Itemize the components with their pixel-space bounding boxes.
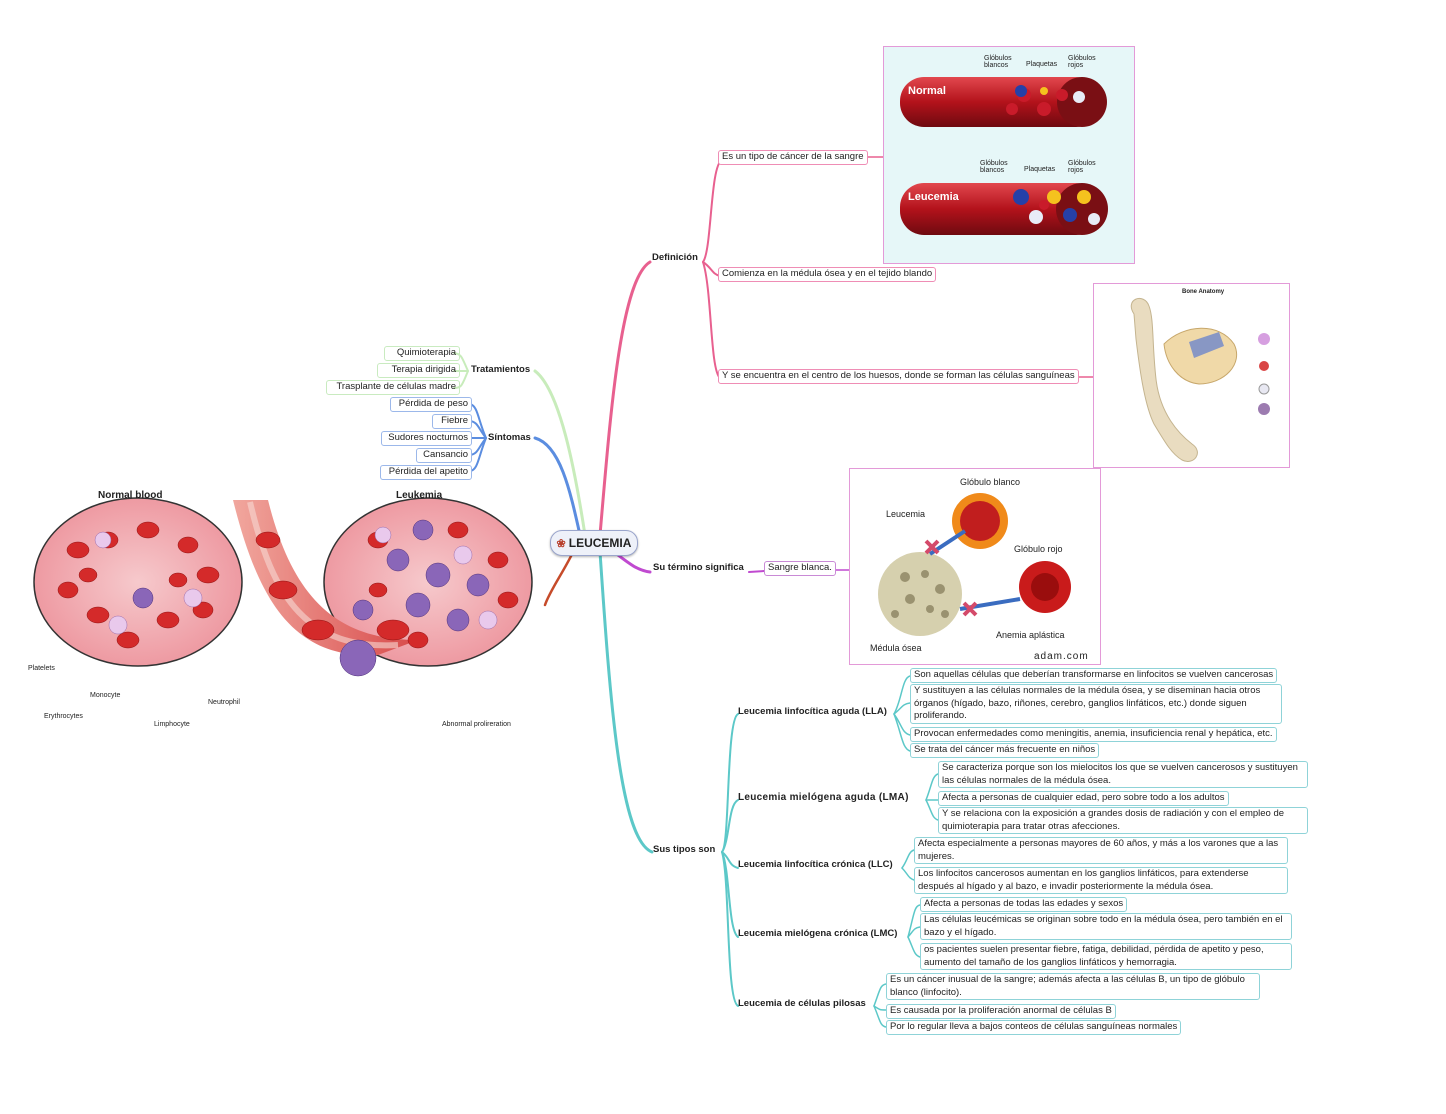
branch-sintomas[interactable]: Síntomas [488, 432, 531, 443]
sintoma-item-2[interactable]: Fiebre [432, 414, 472, 429]
branch-tipos[interactable]: Sus tipos son [653, 844, 716, 855]
branch-tratamientos[interactable]: Tratamientos [471, 364, 531, 375]
llc-item-1[interactable]: Afecta especialmente a personas mayores … [914, 837, 1288, 864]
pilosas-item-1[interactable]: Es un cáncer inusual de la sangre; ademá… [886, 973, 1260, 1000]
root-label: LEUCEMIA [568, 536, 632, 550]
blood-normal-title: Normal blood [98, 490, 163, 501]
adam-medula: Médula ósea [870, 643, 922, 653]
llc-item-2[interactable]: Los linfocitos cancerosos aumentan en lo… [914, 867, 1288, 894]
connector-red [543, 546, 577, 607]
blood-monocyte: Monocyte [90, 692, 121, 699]
lla-item-1[interactable]: Son aquellas células que deberían transf… [910, 668, 1278, 683]
adam-globulo-rojo: Glóbulo rojo [1014, 544, 1063, 554]
vessel-plaquetas-2: Plaquetas [1024, 166, 1056, 173]
sintoma-item-4[interactable]: Cansancio [416, 448, 472, 463]
leucemia-icon: ❀ [556, 537, 566, 550]
lmc-item-2[interactable]: Las células leucémicas se originan sobre… [920, 913, 1292, 940]
blood-cells-illustration [33, 497, 533, 677]
branch-termino[interactable]: Su término significa [653, 562, 744, 573]
lla-item-3[interactable]: Provocan enfermedades como meningitis, a… [910, 727, 1277, 742]
adam-credit: adam.com [1034, 651, 1089, 662]
adam-leucemia: Leucemia [886, 509, 926, 519]
pilosas-item-3[interactable]: Por lo regular lleva a bajos conteos de … [886, 1020, 1182, 1035]
lla-item-2[interactable]: Y sustituyen a las células normales de l… [910, 684, 1282, 724]
lma-item-2[interactable]: Afecta a personas de cualquier edad, per… [938, 791, 1229, 806]
tratamiento-item-2[interactable]: Terapia dirigida [377, 363, 460, 378]
pilosas-item-2[interactable]: Es causada por la proliferación anormal … [886, 1004, 1116, 1019]
vessel-globulos-blancos-2: Glóbulos blancos [980, 160, 1008, 174]
image-adam: Glóbulo blanco Leucemia Glóbulo rojo Ane… [849, 468, 1101, 665]
blood-neutrophil: Neutrophil [208, 699, 240, 706]
connector-definicion [598, 260, 652, 537]
blood-limphocyte: Limphocyte [154, 721, 190, 728]
connector-tipos [598, 550, 654, 854]
lma-item-3[interactable]: Y se relaciona con la exposición a grand… [938, 807, 1308, 834]
type-lmc[interactable]: Leucemia mielógena crónica (LMC) [738, 928, 898, 939]
blood-platelets: Platelets [28, 665, 55, 672]
adam-anemia: Anemia aplástica [996, 630, 1065, 640]
vessel-plaquetas-1: Plaquetas [1026, 61, 1058, 68]
termino-item[interactable]: Sangre blanca. [764, 561, 836, 576]
blood-erythrocytes: Erythrocytes [44, 713, 83, 720]
vessel-globulos-rojos-2: Glóbulos rojos [1068, 160, 1096, 174]
vessel-leucemia-label: Leucemia [908, 191, 959, 203]
vessel-normal-label: Normal [908, 85, 946, 97]
sintoma-item-5[interactable]: Pérdida del apetito [380, 465, 472, 480]
blood-abnormal: Abnormal prolireration [442, 721, 511, 728]
definicion-item-2[interactable]: Comienza en la médula ósea y en el tejid… [718, 267, 937, 282]
connector-sintomas [533, 436, 582, 537]
definicion-item-3[interactable]: Y se encuentra en el centro de los hueso… [718, 369, 1079, 384]
type-llc[interactable]: Leucemia linfocítica crónica (LLC) [738, 859, 893, 870]
adam-illustration [878, 493, 1071, 636]
tratamiento-item-3[interactable]: Trasplante de células madre [326, 380, 460, 395]
branch-definicion[interactable]: Definición [652, 252, 698, 263]
type-lma[interactable]: Leucemia mielógena aguda (LMA) [738, 792, 909, 803]
image-blood-cells: Normal blood Leukemia Platelets Monocyte… [18, 480, 538, 742]
vessel-globulos-blancos-1: Glóbulos blancos [984, 55, 1012, 69]
adam-globulo-blanco: Glóbulo blanco [960, 477, 1021, 487]
image-vessels: Normal Leucemia Glóbulos blancos Plaquet… [883, 46, 1135, 264]
lmc-item-3[interactable]: os pacientes suelen presentar fiebre, fa… [920, 943, 1292, 970]
root-node-leucemia[interactable]: ❀ LEUCEMIA [550, 530, 638, 556]
sintoma-item-3[interactable]: Sudores nocturnos [381, 431, 472, 446]
tratamiento-item-1[interactable]: Quimioterapia [384, 346, 460, 361]
image-bone-anatomy: Bone Anatomy [1093, 283, 1290, 468]
lmc-item-1[interactable]: Afecta a personas de todas las edades y … [920, 897, 1128, 912]
lma-item-1[interactable]: Se caracteriza porque son los mielocitos… [938, 761, 1308, 788]
bone-title: Bone Anatomy [1182, 289, 1225, 295]
type-pilosas[interactable]: Leucemia de células pilosas [738, 998, 866, 1009]
type-lla[interactable]: Leucemia linfocítica aguda (LLA) [738, 706, 887, 717]
blood-leukemia-title: Leukemia [396, 490, 443, 501]
lla-item-4[interactable]: Se trata del cáncer más frecuente en niñ… [910, 743, 1100, 758]
connector-tratamientos [533, 369, 587, 537]
sintoma-item-1[interactable]: Pérdida de peso [390, 397, 472, 412]
bone-illustration [1130, 297, 1270, 462]
vessels-illustration [900, 77, 1108, 235]
definicion-item-1[interactable]: Es un tipo de cáncer de la sangre [718, 150, 868, 165]
vessel-globulos-rojos-1: Glóbulos rojos [1068, 55, 1096, 69]
